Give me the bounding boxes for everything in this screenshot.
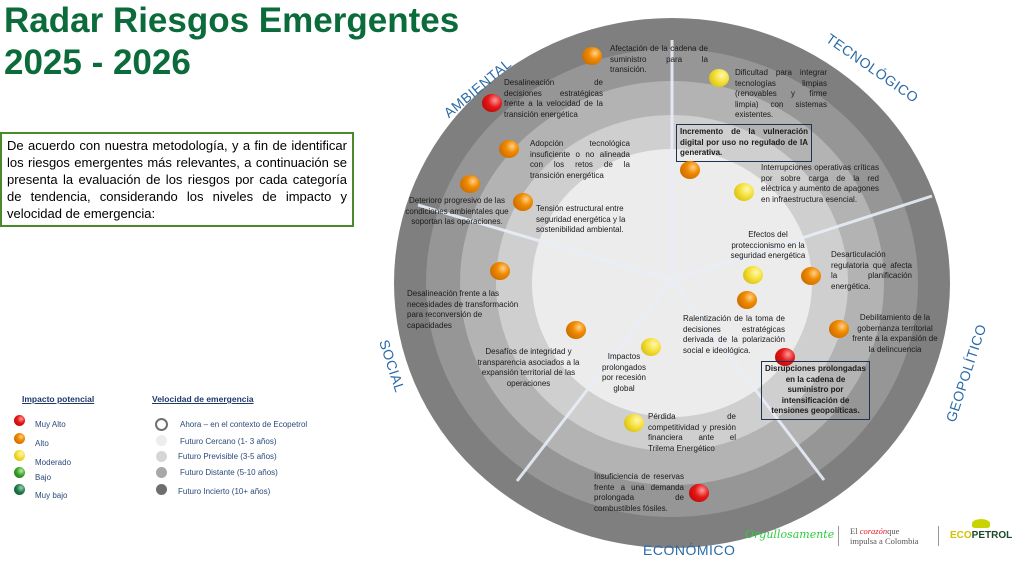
legend-ring-uncertain	[156, 484, 167, 495]
legend-speed-item: Futuro Incierto (10+ años)	[178, 487, 271, 496]
risk-marker-alto[interactable]	[680, 161, 700, 179]
legend-speed-item: Futuro Cercano (1- 3 años)	[180, 437, 277, 446]
footer-slogan: Orgullosamente	[745, 528, 835, 541]
legend-impact-item: Moderado	[35, 458, 72, 467]
risk-marker-alto[interactable]	[566, 321, 586, 339]
legend-impact-item: Muy Alto	[35, 420, 66, 429]
risk-label: Impactos prolongados por recesión global	[601, 352, 647, 393]
legend-dot-muy-bajo	[14, 484, 25, 495]
risk-label: Debilitamiento de la gobernanza territor…	[852, 313, 938, 354]
risk-label: Deterioro progresivo de las condiciones …	[405, 196, 509, 226]
risk-label: Afectación de la cadena de suministro pa…	[610, 44, 708, 74]
legend-impact-item: Muy bajo	[35, 491, 68, 500]
risk-marker-alto[interactable]	[499, 140, 519, 158]
risk-label: Interrupciones operativas críticas por s…	[761, 163, 879, 204]
risk-label: Insuficiencia de reservas frente a una d…	[594, 472, 684, 513]
risk-label: Efectos del proteccionismo en la segurid…	[730, 230, 806, 260]
legend-speed-item: Futuro Distante (5-10 años)	[180, 468, 278, 477]
risk-marker-moderado[interactable]	[743, 266, 763, 284]
risk-label: Pérdida de competitividad y presión fina…	[648, 412, 736, 453]
title-line-2: 2025 - 2026	[4, 43, 191, 82]
legend-speed-item: Futuro Previsible (3-5 años)	[178, 452, 277, 461]
risk-marker-moderado[interactable]	[641, 338, 661, 356]
risk-marker-alto[interactable]	[490, 262, 510, 280]
footer-divider	[938, 526, 939, 546]
risk-marker-alto[interactable]	[460, 175, 480, 193]
legend-ring-distant	[156, 467, 167, 478]
risk-marker-muy-alto[interactable]	[689, 484, 709, 502]
risk-label: Desalineación de decisiones estratégicas…	[504, 78, 603, 119]
iguana-icon	[972, 519, 990, 528]
legend-ring-near	[156, 435, 167, 446]
risk-label-highlighted: Incremento de la vulneración digital por…	[676, 124, 812, 162]
legend-impact-item: Alto	[35, 439, 49, 448]
risk-marker-moderado[interactable]	[709, 69, 729, 87]
sector-dividers	[417, 40, 933, 482]
legend-speed-item: Ahora – en el contexto de Ecopetrol	[180, 420, 308, 429]
legend-ring-now	[155, 418, 168, 431]
risk-marker-muy-alto[interactable]	[482, 94, 502, 112]
risk-marker-alto[interactable]	[737, 291, 757, 309]
category-economico: ECONÓMICO	[643, 542, 736, 558]
legend-impact-item: Bajo	[35, 473, 52, 482]
risk-label: Desalineación frente a las necesidades d…	[407, 289, 519, 330]
footer-tagline: El corazónque impulsa a Colombia	[850, 526, 919, 546]
risk-label: Adopción tecnológica insuficiente o no a…	[530, 139, 630, 180]
risk-label: Dificultad para integrar tecnologías lim…	[735, 68, 827, 119]
legend-dot-bajo	[14, 467, 25, 478]
legend-dot-moderado	[14, 450, 25, 461]
legend-speed-title: Velocidad de emergencia	[152, 394, 254, 404]
intro-text: De acuerdo con nuestra metodología, y a …	[0, 132, 354, 227]
footer-divider	[838, 526, 839, 546]
title-line-1: Radar Riesgos Emergentes	[4, 1, 460, 40]
legend-impact-title: Impacto potencial	[22, 394, 95, 404]
risk-label: Desafíos de integridad y transparencia a…	[477, 347, 580, 388]
legend-dot-alto	[14, 433, 25, 444]
legend-dot-muy-alto	[14, 415, 25, 426]
ring-now	[532, 149, 812, 417]
risk-label-highlighted: Disrupciones prolongadas en la cadena de…	[761, 361, 870, 420]
risk-marker-moderado[interactable]	[734, 183, 754, 201]
ecopetrol-logo: ECOPETROL	[950, 519, 1012, 541]
risk-marker-alto[interactable]	[513, 193, 533, 211]
risk-marker-alto[interactable]	[582, 47, 602, 65]
legend-ring-foreseeable	[156, 451, 167, 462]
risk-marker-alto[interactable]	[801, 267, 821, 285]
risk-label: Desarticulación regulatoria que afecta l…	[831, 250, 912, 291]
risk-label: Ralentización de la toma de decisiones e…	[683, 314, 785, 355]
risk-label: Tensión estructural entre seguridad ener…	[536, 204, 626, 234]
risk-marker-moderado[interactable]	[624, 414, 644, 432]
risk-marker-alto[interactable]	[829, 320, 849, 338]
page-title: Radar Riesgos Emergentes 2025 - 2026	[4, 0, 459, 84]
